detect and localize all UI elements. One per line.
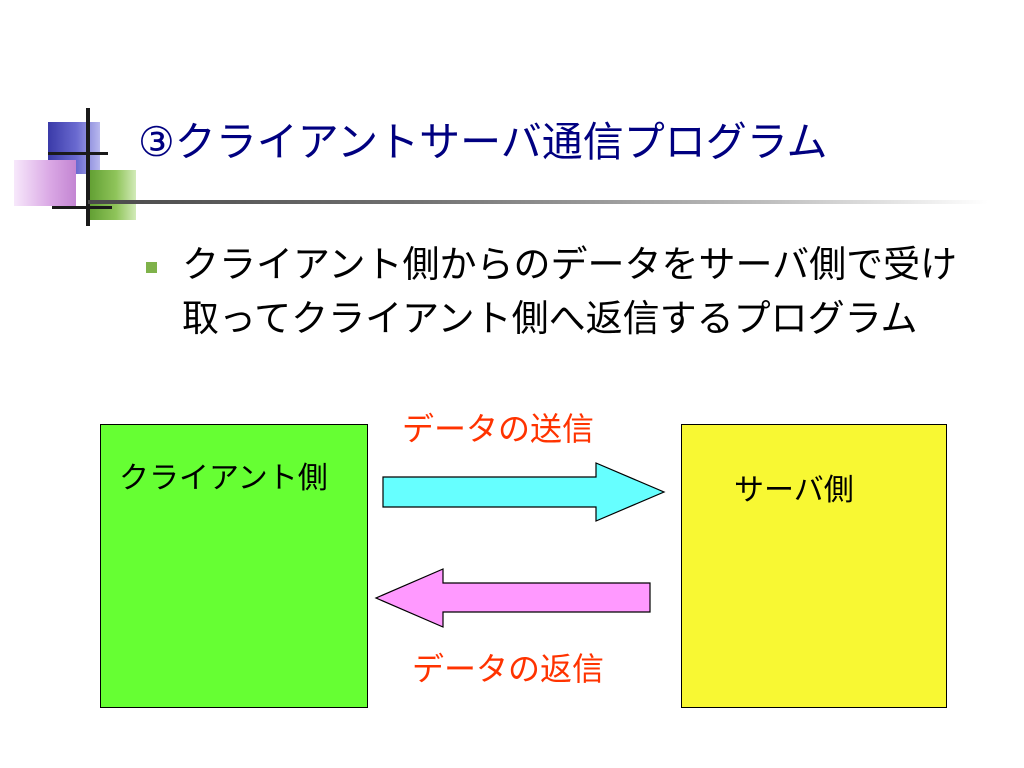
client-box: クライアント側 xyxy=(100,424,368,708)
decorative-horizontal-line-bottom xyxy=(52,206,112,209)
bullet-text: クライアント側からのデータをサーバ側で受け取ってクライアント側へ返信するプログラ… xyxy=(182,243,958,340)
return-arrow-icon xyxy=(374,568,651,628)
decorative-square-pink xyxy=(14,160,76,206)
client-label: クライアント側 xyxy=(119,461,328,496)
bullet-square-icon xyxy=(146,262,157,273)
decorative-square-green xyxy=(86,170,136,220)
return-label: データの返信 xyxy=(412,650,605,688)
server-box: サーバ側 xyxy=(681,424,947,708)
decorative-horizontal-line-top xyxy=(48,152,108,155)
title-underline xyxy=(88,200,988,204)
send-label: データの送信 xyxy=(402,410,595,448)
slide-title: ③クライアントサーバ通信プログラム xyxy=(138,118,828,166)
decorative-vertical-line xyxy=(86,108,90,226)
server-label: サーバ側 xyxy=(734,473,854,508)
send-arrow-icon xyxy=(382,462,666,522)
